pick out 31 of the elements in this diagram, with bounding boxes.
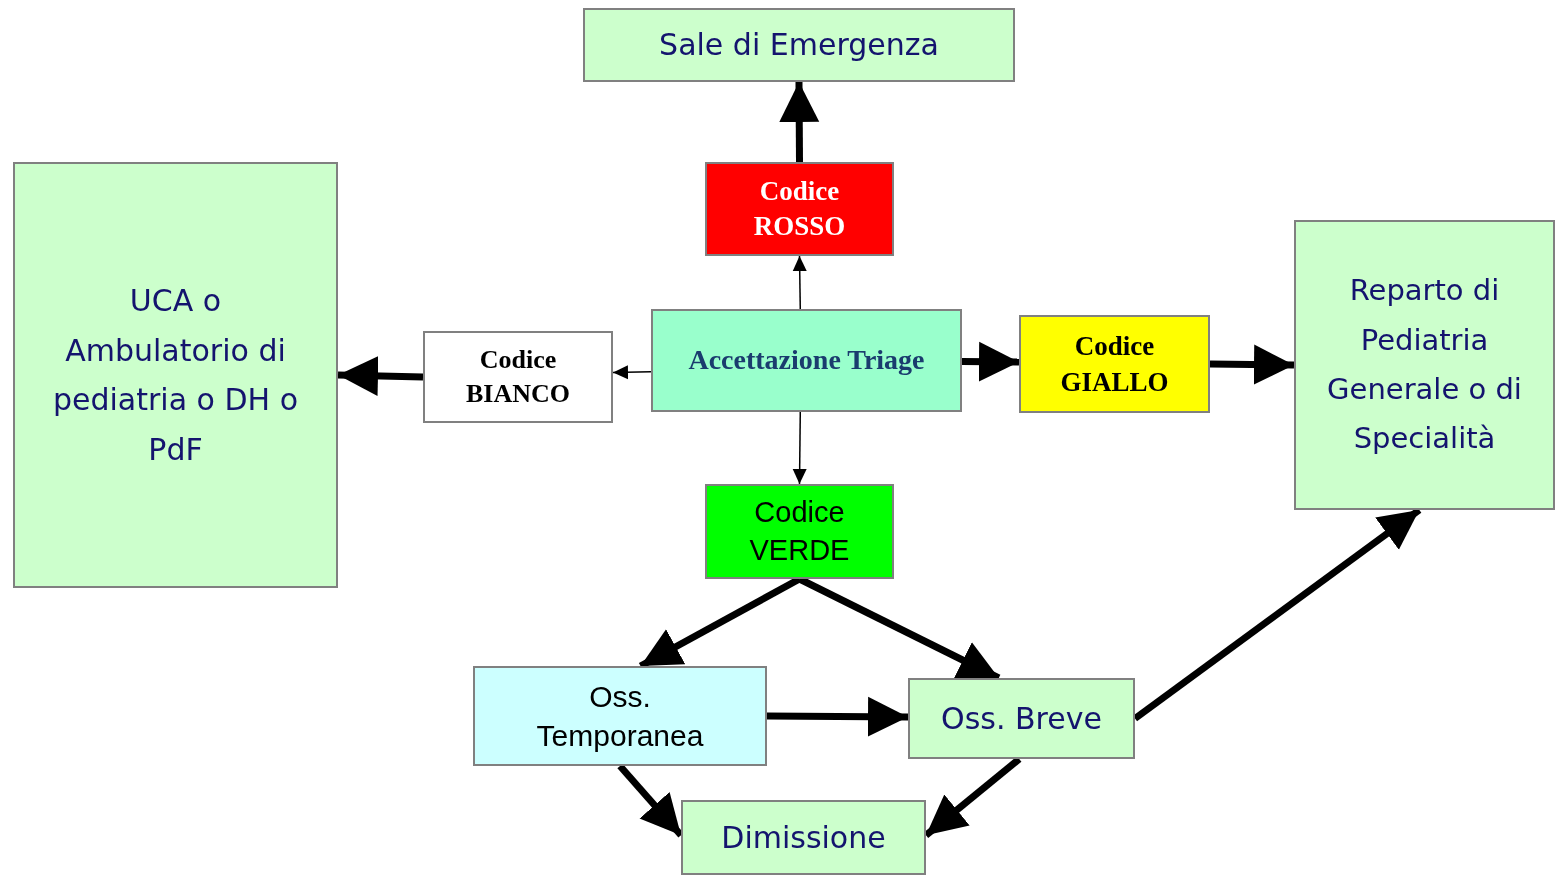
node-label: UCA o Ambulatorio di pediatria o DH o PdF: [51, 282, 300, 469]
destination-box: [1294, 220, 1555, 510]
node-label: Accettazione Triage: [688, 343, 925, 378]
process-box: [681, 800, 926, 875]
triage-code-box: [705, 162, 894, 256]
arrow: [612, 365, 652, 380]
process-box: [473, 666, 767, 766]
node-label: Codice ROSSO: [752, 174, 847, 243]
node-label: Codice BIANCO: [465, 344, 571, 410]
node-label: Codice VERDE: [748, 494, 851, 568]
arrow: [779, 81, 820, 163]
arrow: [1209, 344, 1295, 385]
triage-code-box: [1019, 315, 1210, 413]
arrow: [766, 696, 909, 737]
triage-code-box: [423, 331, 613, 423]
destination-box: [13, 162, 338, 588]
node-label: Oss. Temporanea: [535, 679, 705, 754]
process-box: [908, 678, 1135, 759]
node-label: Reparto di Pediatria Generale o di Specialità: [1326, 272, 1523, 458]
node-label: Oss. Breve: [941, 700, 1102, 737]
destination-box: [583, 8, 1015, 82]
node-label: Codice GIALLO: [1059, 329, 1170, 399]
process-box: [651, 309, 962, 412]
arrow: [923, 756, 1022, 838]
arrow: [337, 355, 424, 396]
arrow: [792, 411, 807, 485]
arrow: [961, 341, 1020, 382]
node-label: Sale di Emergenza: [659, 27, 939, 63]
arrow: [792, 255, 807, 310]
node-label: Dimissione: [721, 819, 886, 856]
triage-code-box: [705, 484, 894, 579]
